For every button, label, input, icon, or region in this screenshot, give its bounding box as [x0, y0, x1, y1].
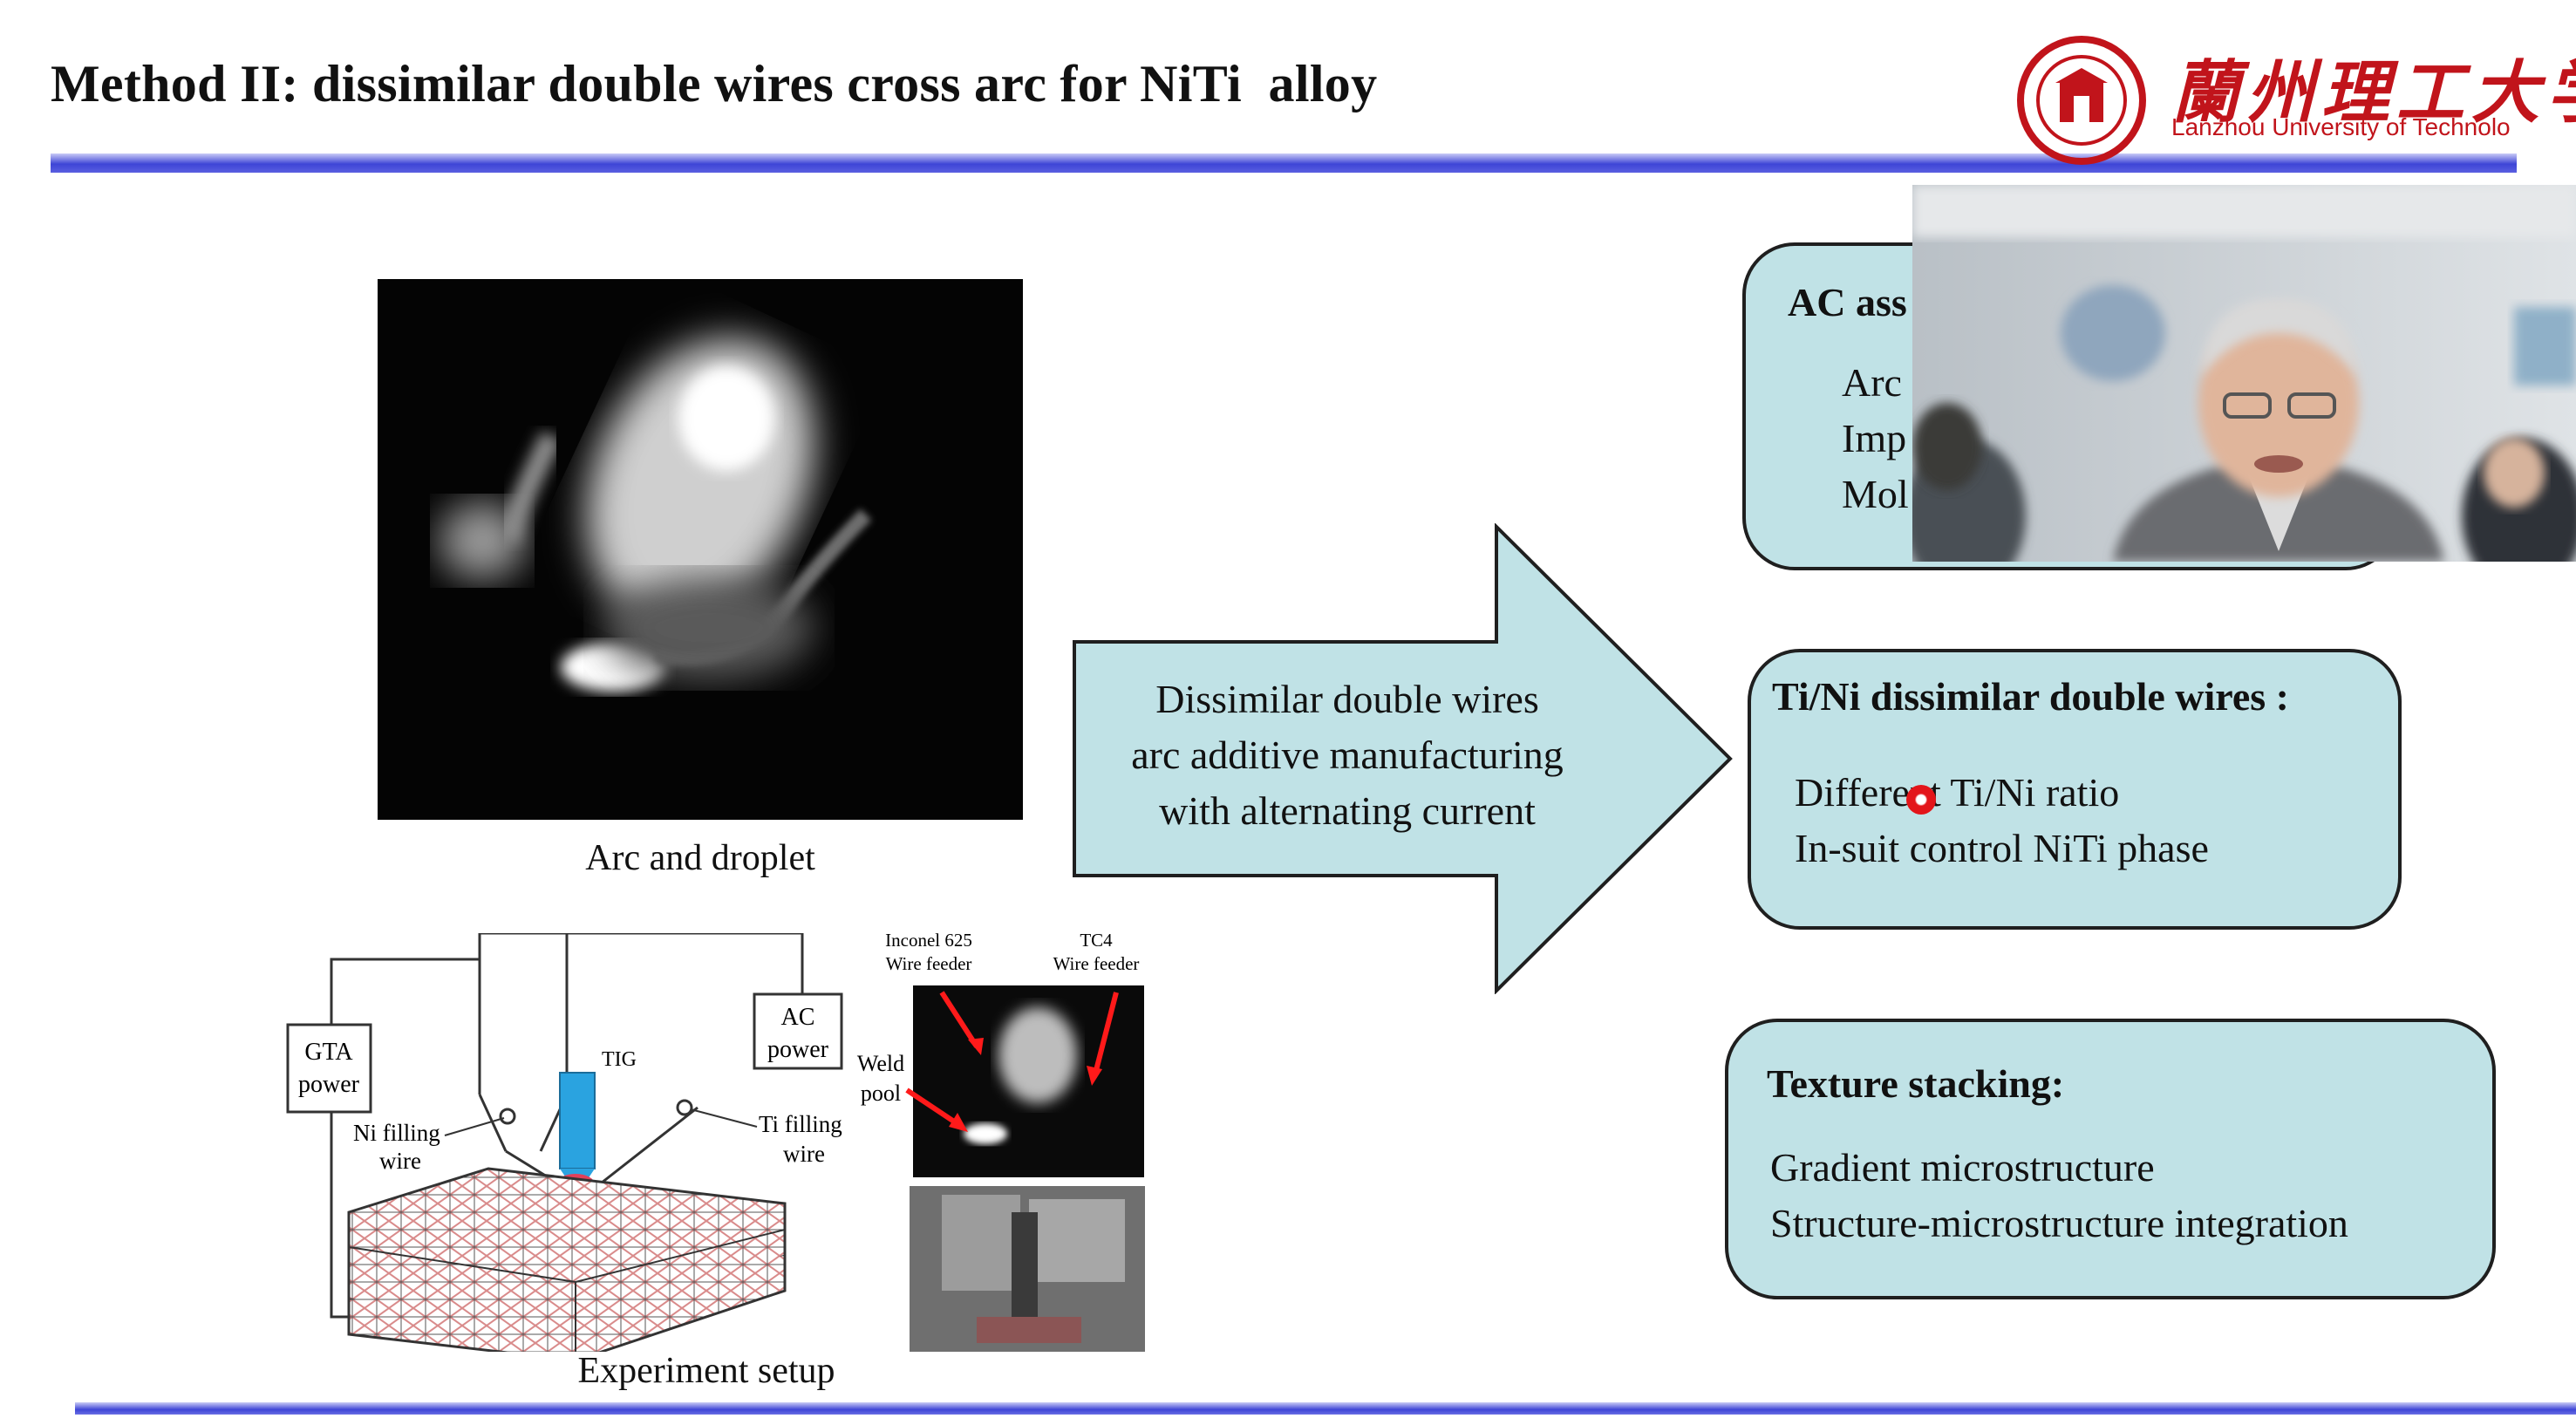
slide-title: Method II: dissimilar double wires cross…	[51, 55, 1378, 112]
process-arrow	[1073, 523, 1733, 994]
footer-rule	[75, 1402, 2576, 1415]
laser-pointer-dot	[1906, 785, 1936, 815]
weld-pool-label-2: pool	[861, 1081, 901, 1106]
ac-box-line-1: Arc	[1842, 360, 1902, 405]
title-underline	[51, 153, 2517, 173]
university-seal-icon	[2017, 36, 2146, 165]
experiment-setup-caption: Experiment setup	[577, 1351, 835, 1391]
texture-box-heading: Texture stacking:	[1767, 1061, 2065, 1106]
weld-pool-label-1: Weld	[857, 1051, 904, 1076]
inconel-label-2: Wire feeder	[886, 953, 972, 974]
ac-power-label-2: power	[767, 1036, 829, 1063]
ni-wire-label-1: Ni filling	[353, 1120, 440, 1146]
arrow-text-line-3: with alternating current	[1159, 788, 1536, 833]
ti-wire-label-1: Ti filling	[759, 1111, 842, 1137]
arc-droplet-caption: Arc and droplet	[585, 838, 815, 878]
tini-wires-box: Ti/Ni dissimilar double wires : Differen…	[1748, 649, 2402, 930]
logo-chinese-name: 蘭州理工大学	[2171, 53, 2576, 133]
tini-box-line-2: In-suit control NiTi phase	[1795, 826, 2209, 870]
gta-power-label-1: GTA	[304, 1039, 353, 1066]
tini-box-line-1: Different Ti/Ni ratio	[1795, 770, 2120, 815]
arrow-text-line-2: arc additive manufacturing	[1131, 733, 1564, 777]
ni-wire-label-2: wire	[379, 1148, 421, 1174]
experiment-setup-diagram: GTA power AC power TIG Ni filling wire T…	[286, 933, 1145, 1352]
texture-box-line-2: Structure-microstructure integration	[1770, 1201, 2348, 1245]
logo-english-name: Lanzhou University of Technolo	[2171, 113, 2511, 140]
inconel-label-1: Inconel 625	[885, 933, 972, 951]
texture-box-line-1: Gradient microstructure	[1770, 1145, 2155, 1190]
texture-stacking-box: Texture stacking: Gradient microstructur…	[1725, 1019, 2496, 1299]
tc4-label-2: Wire feeder	[1053, 953, 1140, 974]
tc4-label-1: TC4	[1080, 933, 1113, 951]
ac-box-line-3: Mol	[1842, 472, 1909, 516]
gta-power-label-2: power	[298, 1071, 360, 1098]
ti-wire-label-2: wire	[783, 1141, 825, 1167]
university-logo: 蘭州理工大学 Lanzhou University of Technolo	[2016, 35, 2576, 165]
tig-label: TIG	[602, 1048, 637, 1071]
presenter-webcam-video[interactable]	[1912, 185, 2576, 562]
ac-power-label-1: AC	[781, 1004, 815, 1031]
ac-box-heading: AC ass	[1788, 280, 1907, 324]
tini-box-heading: Ti/Ni dissimilar double wires :	[1772, 674, 2289, 719]
arrow-text: Dissimilar double wires arc additive man…	[1081, 672, 1613, 839]
arrow-text-line-1: Dissimilar double wires	[1155, 677, 1539, 721]
arc-droplet-photo	[378, 279, 1023, 820]
ac-box-line-2: Imp	[1842, 416, 1907, 460]
